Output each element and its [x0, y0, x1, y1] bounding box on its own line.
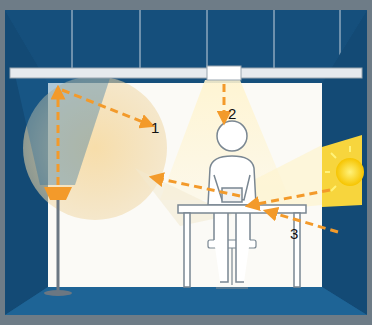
light-paths	[58, 84, 338, 232]
floor	[5, 287, 367, 315]
person	[208, 121, 256, 282]
floor-lamp-base	[44, 290, 72, 296]
sun	[336, 158, 364, 186]
luminaire	[207, 66, 241, 80]
room	[5, 10, 367, 315]
callout-number: 1	[151, 120, 159, 135]
callout-number: 2	[228, 106, 236, 121]
lighting-rail	[10, 68, 362, 78]
floor-lamp-shade	[44, 187, 72, 200]
ceiling-grid	[72, 10, 340, 68]
sun-rays	[325, 146, 350, 191]
ceiling	[5, 10, 367, 83]
right-wall	[322, 10, 367, 315]
floor-lamp-pole	[57, 200, 60, 292]
callout-number: 3	[290, 226, 298, 241]
